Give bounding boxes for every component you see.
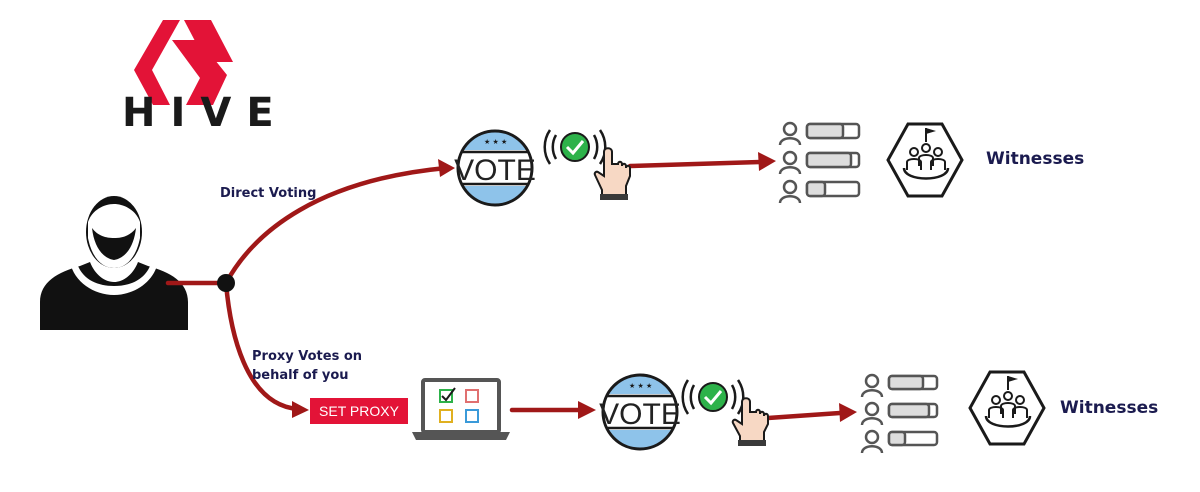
hive-wordmark: HIVE — [122, 90, 289, 136]
bottom-vote-to-list-line — [765, 410, 843, 421]
direct-voting-label: Direct Voting — [220, 186, 316, 201]
hive-logo: HIVE — [122, 20, 289, 136]
vote-badge-icon-bottom: ★ ★ ★ VOTE — [599, 373, 681, 451]
hive-logo-icon — [134, 20, 233, 105]
proxy-arrow — [223, 280, 301, 412]
proxy-arrowhead — [292, 401, 309, 418]
vote-badge-label-bottom: VOTE — [599, 398, 681, 431]
svg-text:★ ★ ★: ★ ★ ★ — [629, 382, 652, 390]
witness-group-icon — [886, 122, 964, 198]
candidate-list-icon — [778, 121, 861, 204]
proxy-label-line2: behalf of you — [252, 368, 349, 383]
junction-node — [217, 274, 235, 292]
bottom-vote-arrowhead — [578, 401, 596, 419]
vote-badge-label: VOTE — [454, 154, 536, 187]
top-list-arrowhead — [758, 152, 776, 171]
set-proxy-label: SET PROXY — [319, 403, 400, 419]
flow-arrows — [165, 152, 857, 422]
proxy-label-line1: Proxy Votes on — [252, 349, 362, 364]
top-vote-to-list-line — [627, 159, 763, 169]
tap-confirm-icon-bottom — [681, 379, 769, 446]
vote-badge-icon: ★ ★ ★ VOTE — [454, 129, 536, 207]
laptop-ballot-icon — [412, 378, 510, 440]
tap-confirm-icon — [543, 129, 631, 200]
witnesses-label-top: Witnesses — [986, 149, 1084, 169]
set-proxy-button[interactable]: SET PROXY — [310, 398, 408, 424]
bottom-list-arrowhead — [839, 403, 857, 422]
witnesses-label-bottom: Witnesses — [1060, 398, 1158, 418]
svg-text:★ ★ ★: ★ ★ ★ — [484, 138, 507, 146]
user-icon — [40, 196, 188, 330]
direct-arrowhead — [438, 159, 455, 177]
candidate-list-icon-bottom — [860, 373, 939, 454]
direct-voting-arrow — [223, 165, 449, 286]
witness-group-icon-bottom — [968, 370, 1046, 446]
